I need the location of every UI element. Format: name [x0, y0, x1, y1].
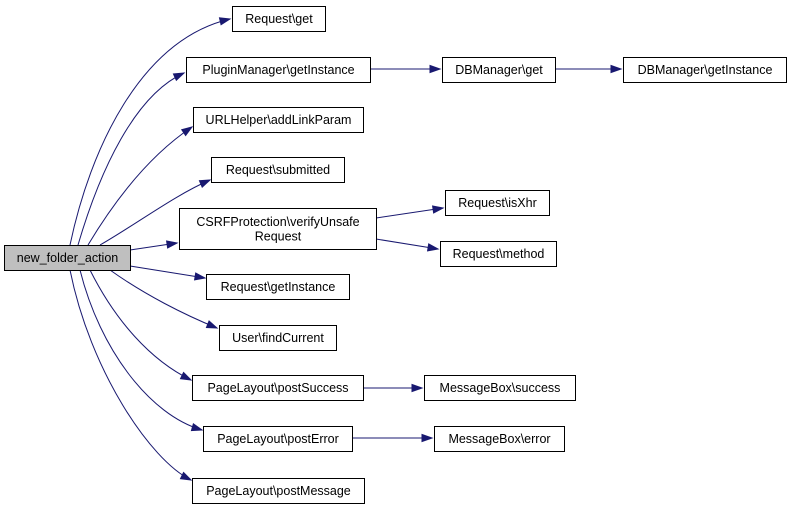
- node-label: Request: [255, 229, 302, 243]
- edge-new-folder-action-to-request-get: [69, 17, 232, 246]
- arrowhead-icon: [190, 423, 204, 432]
- nodes-layer: new_folder_action Request\getPluginManage…: [4, 6, 787, 504]
- node-box: [442, 57, 556, 83]
- node-label: Request\submitted: [226, 163, 330, 177]
- node-label: MessageBox\success: [440, 381, 561, 395]
- node-box: [219, 325, 337, 351]
- node-request-getinstance[interactable]: Request\getInstance: [206, 274, 350, 300]
- arrowhead-icon: [218, 17, 232, 26]
- node-label: PluginManager\getInstance: [202, 63, 354, 77]
- edge-line: [375, 207, 444, 219]
- node-box: [440, 241, 557, 267]
- edge-line: [69, 269, 192, 481]
- node-messagebox-error[interactable]: MessageBox\error: [434, 426, 565, 452]
- arrowhead-icon: [421, 433, 434, 443]
- node-box: [203, 426, 353, 452]
- edge-new-folder-action-to-pluginmanager-getinstance: [77, 72, 186, 246]
- node-box: [623, 57, 787, 83]
- node-box: [206, 274, 350, 300]
- node-label: PageLayout\postSuccess: [207, 381, 348, 395]
- node-messagebox-success[interactable]: MessageBox\success: [424, 375, 576, 401]
- edge-csrfprotection-verifyunsaferequest-to-request-method: [375, 238, 440, 252]
- node-box: [192, 478, 365, 504]
- node-box: [192, 375, 364, 401]
- edge-new-folder-action-to-request-submitted: [99, 179, 212, 246]
- node-label: User\findCurrent: [232, 331, 324, 345]
- edge-line: [129, 265, 206, 279]
- node-request-isxhr[interactable]: Request\isXhr: [445, 190, 550, 216]
- node-box: [186, 57, 371, 83]
- edge-line: [109, 269, 218, 329]
- node-pagelayout-posterror[interactable]: PageLayout\postError: [203, 426, 353, 452]
- node-box: [424, 375, 576, 401]
- node-label: Request\get: [245, 12, 313, 26]
- node-dbmanager-getinstance[interactable]: DBManager\getInstance: [623, 57, 787, 83]
- node-label: DBManager\getInstance: [638, 63, 773, 77]
- arrowhead-icon: [198, 179, 212, 189]
- arrowhead-icon: [179, 471, 193, 481]
- node-label: CSRFProtection\verifyUnsafe: [196, 215, 359, 229]
- node-box: [434, 426, 565, 452]
- edge-pluginmanager-getinstance-to-dbmanager-get: [370, 64, 442, 74]
- node-request-method[interactable]: Request\method: [440, 241, 557, 267]
- arrowhead-icon: [180, 126, 194, 137]
- node-label: Request\isXhr: [458, 196, 537, 210]
- edge-new-folder-action-to-urlhelper-addlinkparam: [87, 126, 194, 246]
- node-new-folder-action[interactable]: new_folder_action: [4, 245, 131, 271]
- arrowhead-icon: [610, 64, 623, 74]
- arrowhead-icon: [165, 240, 179, 249]
- node-dbmanager-get[interactable]: DBManager\get: [442, 57, 556, 83]
- node-label: Request\getInstance: [221, 280, 336, 294]
- edge-pagelayout-postsuccess-to-messagebox-success: [363, 383, 424, 393]
- edge-new-folder-action-to-pagelayout-postmessage: [69, 269, 193, 481]
- edge-line: [79, 269, 203, 431]
- node-box: [179, 208, 377, 250]
- arrowhead-icon: [172, 72, 186, 82]
- node-pluginmanager-getinstance[interactable]: PluginManager\getInstance: [186, 57, 371, 83]
- node-label: PageLayout\postError: [217, 432, 339, 446]
- node-box: [193, 107, 364, 133]
- arrowhead-icon: [411, 383, 424, 393]
- edge-new-folder-action-to-request-getinstance: [129, 265, 207, 281]
- node-label: Request\method: [453, 247, 545, 261]
- edge-line: [87, 126, 193, 246]
- node-request-get[interactable]: Request\get: [232, 6, 326, 32]
- edge-new-folder-action-to-user-findcurrent: [109, 269, 219, 329]
- edge-line: [69, 18, 231, 246]
- node-label: DBManager\get: [455, 63, 543, 77]
- edge-line: [99, 179, 211, 246]
- node-box: [445, 190, 550, 216]
- edges-layer: [69, 17, 623, 481]
- node-label: MessageBox\error: [448, 432, 550, 446]
- edge-line: [89, 269, 192, 381]
- arrowhead-icon: [205, 320, 219, 329]
- arrowhead-icon: [431, 205, 445, 214]
- edge-dbmanager-get-to-dbmanager-getinstance: [555, 64, 623, 74]
- arrowhead-icon: [429, 64, 442, 74]
- node-box: [211, 157, 345, 183]
- edge-new-folder-action-to-pagelayout-posterror: [79, 269, 204, 432]
- arrowhead-icon: [193, 272, 207, 281]
- arrowhead-icon: [426, 243, 440, 252]
- arrowhead-icon: [179, 371, 193, 381]
- node-pagelayout-postsuccess[interactable]: PageLayout\postSuccess: [192, 375, 364, 401]
- node-box: [4, 245, 131, 271]
- edge-csrfprotection-verifyunsaferequest-to-request-isxhr: [375, 205, 445, 219]
- edge-new-folder-action-to-pagelayout-postsuccess: [89, 269, 193, 381]
- node-urlhelper-addlinkparam[interactable]: URLHelper\addLinkParam: [193, 107, 364, 133]
- node-request-submitted[interactable]: Request\submitted: [211, 157, 345, 183]
- node-box: [232, 6, 326, 32]
- edge-line: [77, 72, 185, 246]
- edge-pagelayout-posterror-to-messagebox-error: [352, 433, 434, 443]
- node-pagelayout-postmessage[interactable]: PageLayout\postMessage: [192, 478, 365, 504]
- node-label: URLHelper\addLinkParam: [206, 113, 352, 127]
- node-user-findcurrent[interactable]: User\findCurrent: [219, 325, 337, 351]
- node-label: new_folder_action: [17, 251, 119, 265]
- node-label: PageLayout\postMessage: [206, 484, 351, 498]
- edge-new-folder-action-to-csrfprotection-verifyunsaferequest: [129, 240, 179, 251]
